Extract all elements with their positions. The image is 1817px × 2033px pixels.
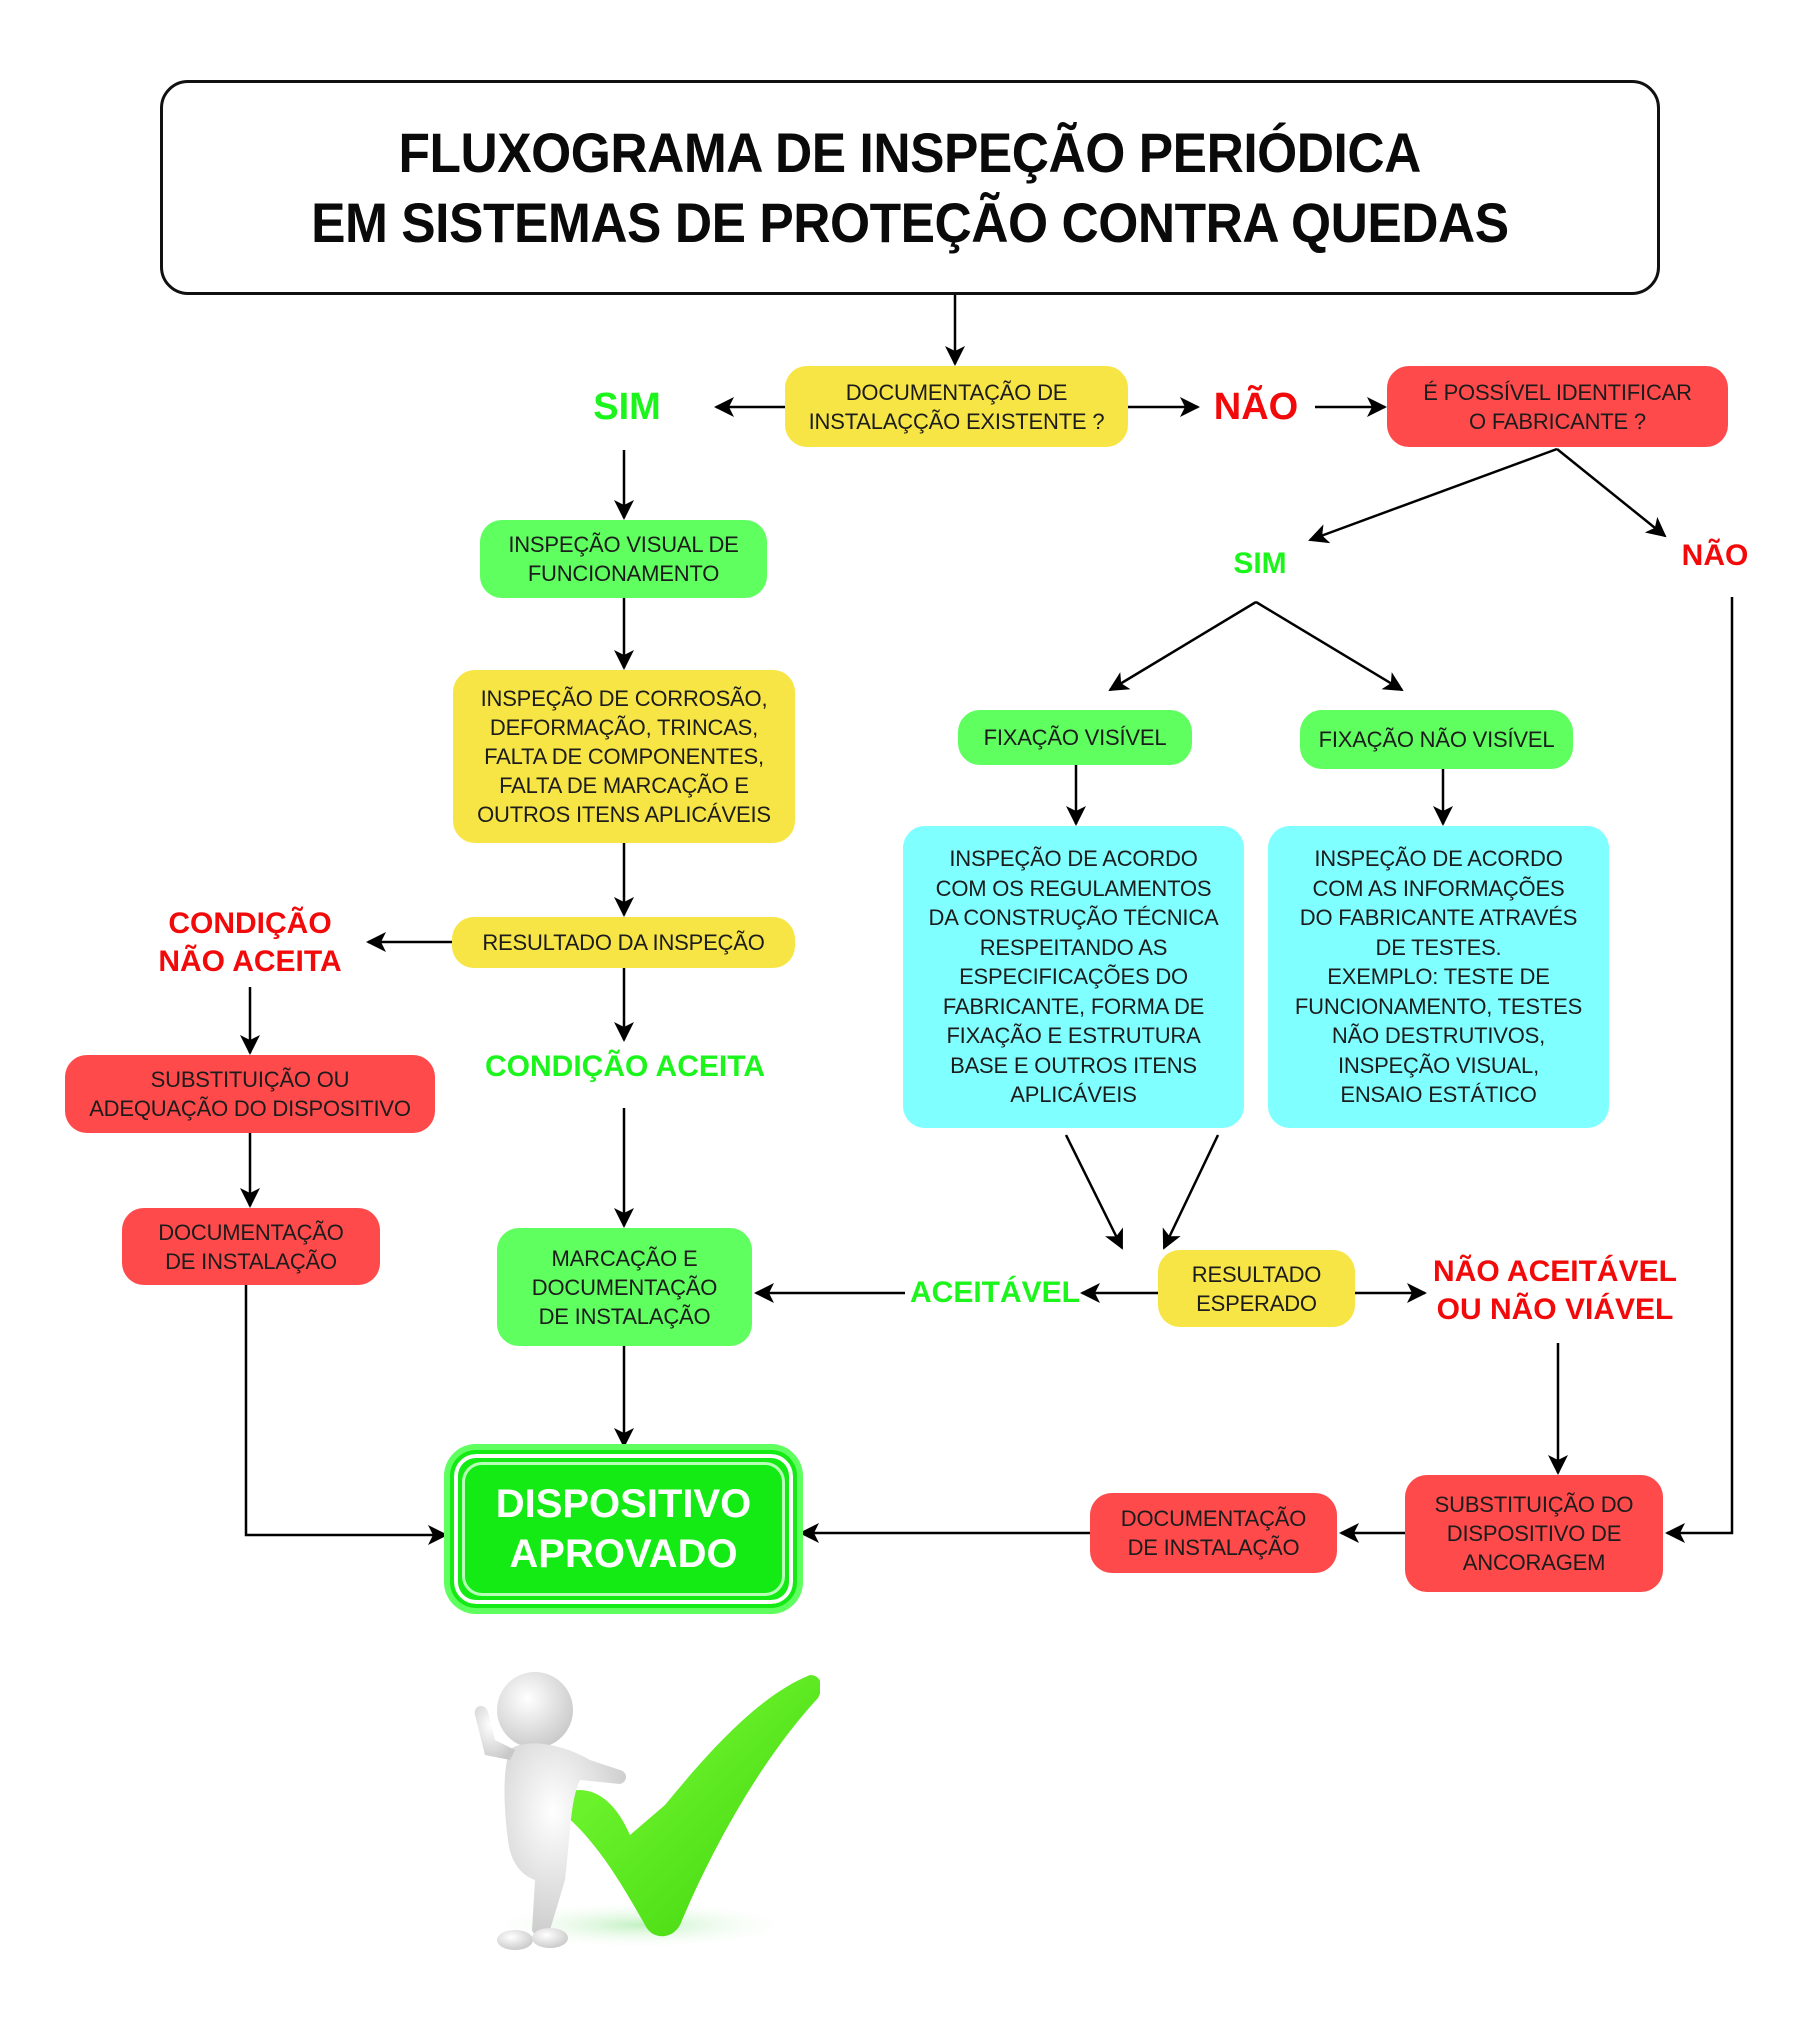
identify-maker-decision: É POSSÍVEL IDENTIFICAR O FABRICANTE ? xyxy=(1387,366,1728,447)
check-mark-icon xyxy=(555,1675,820,1937)
title-line-1: FLUXOGRAMA DE INSPEÇÃO PERIÓDICA xyxy=(398,120,1422,184)
fixation-visible-box: FIXAÇÃO VISÍVEL xyxy=(958,710,1192,765)
doc-exists-decision: DOCUMENTAÇÃO DE INSTALAÇÇÃO EXISTENTE ? xyxy=(785,366,1128,447)
sim-label-top: SIM xyxy=(593,386,661,428)
arrow-docleft-to-approved xyxy=(244,1285,448,1545)
inspect-regulations-box: INSPEÇÃO DE ACORDO COM OS REGULAMENTOS D… xyxy=(903,826,1244,1128)
title-box: FLUXOGRAMA DE INSPEÇÃO PERIÓDICA EM SIST… xyxy=(160,80,1660,295)
approval-illustration xyxy=(474,1672,820,1950)
arrow-sim-to-fix-not-visible xyxy=(1255,600,1404,692)
arrow-identify-to-sim xyxy=(1308,447,1558,544)
replace-adapt-box: SUBSTITUIÇÃO OU ADEQUAÇÃO DO DISPOSITIVO xyxy=(65,1055,435,1133)
inspect-maker-info-box: INSPEÇÃO DE ACORDO COM AS INFORMAÇÕES DO… xyxy=(1268,826,1609,1128)
marking-doc-box: MARCAÇÃO E DOCUMENTAÇÃO DE INSTALAÇÃO xyxy=(497,1228,752,1346)
not-acceptable-label: NÃO ACEITÁVEL OU NÃO VIÁVEL xyxy=(1433,1255,1677,1326)
arrow-nao-to-replace-anchor xyxy=(1665,597,1734,1543)
arrow-sim-to-fix-visible xyxy=(1108,600,1257,692)
device-approved-box: DISPOSITIVO APROVADO xyxy=(450,1450,797,1608)
condition-rejected-label: CONDIÇÃO NÃO ACEITA xyxy=(158,907,342,978)
arrow-identify-to-nao xyxy=(1556,448,1667,538)
replace-anchor-box: SUBSTITUIÇÃO DO DISPOSITIVO DE ANCORAGEM xyxy=(1405,1475,1663,1592)
approved-text: DISPOSITIVO APROVADO xyxy=(495,1482,752,1576)
fixation-not-visible-box: FIXAÇÃO NÃO VISÍVEL xyxy=(1300,710,1573,769)
acceptable-label: ACEITÁVEL xyxy=(910,1276,1081,1309)
condition-accepted-label: CONDIÇÃO ACEITA xyxy=(485,1050,765,1083)
inspection-result-box: RESULTADO DA INSPEÇÃO xyxy=(452,917,795,968)
title-line-2: EM SISTEMAS DE PROTEÇÃO CONTRA QUEDAS xyxy=(311,190,1509,254)
approved-inner-border xyxy=(462,1462,785,1596)
arrow-makerinfo-to-expected xyxy=(1162,1134,1220,1250)
sim-label-right: SIM xyxy=(1233,547,1287,580)
corrosion-inspection-box: INSPEÇÃO DE CORROSÃO, DEFORMAÇÃO, TRINCA… xyxy=(453,670,795,843)
doc-install-left-box: DOCUMENTAÇÃO DE INSTALAÇÃO xyxy=(122,1208,380,1285)
arrow-regulations-to-expected xyxy=(1064,1134,1124,1250)
figure-icon xyxy=(474,1672,626,1950)
doc-install-right-box: DOCUMENTAÇÃO DE INSTALAÇÃO xyxy=(1090,1493,1337,1573)
nao-label-right: NÃO xyxy=(1681,539,1749,572)
expected-result-box: RESULTADO ESPERADO xyxy=(1158,1250,1355,1327)
nao-label-top: NÃO xyxy=(1213,386,1299,428)
visual-inspection-box: INSPEÇÃO VISUAL DE FUNCIONAMENTO xyxy=(480,520,767,598)
